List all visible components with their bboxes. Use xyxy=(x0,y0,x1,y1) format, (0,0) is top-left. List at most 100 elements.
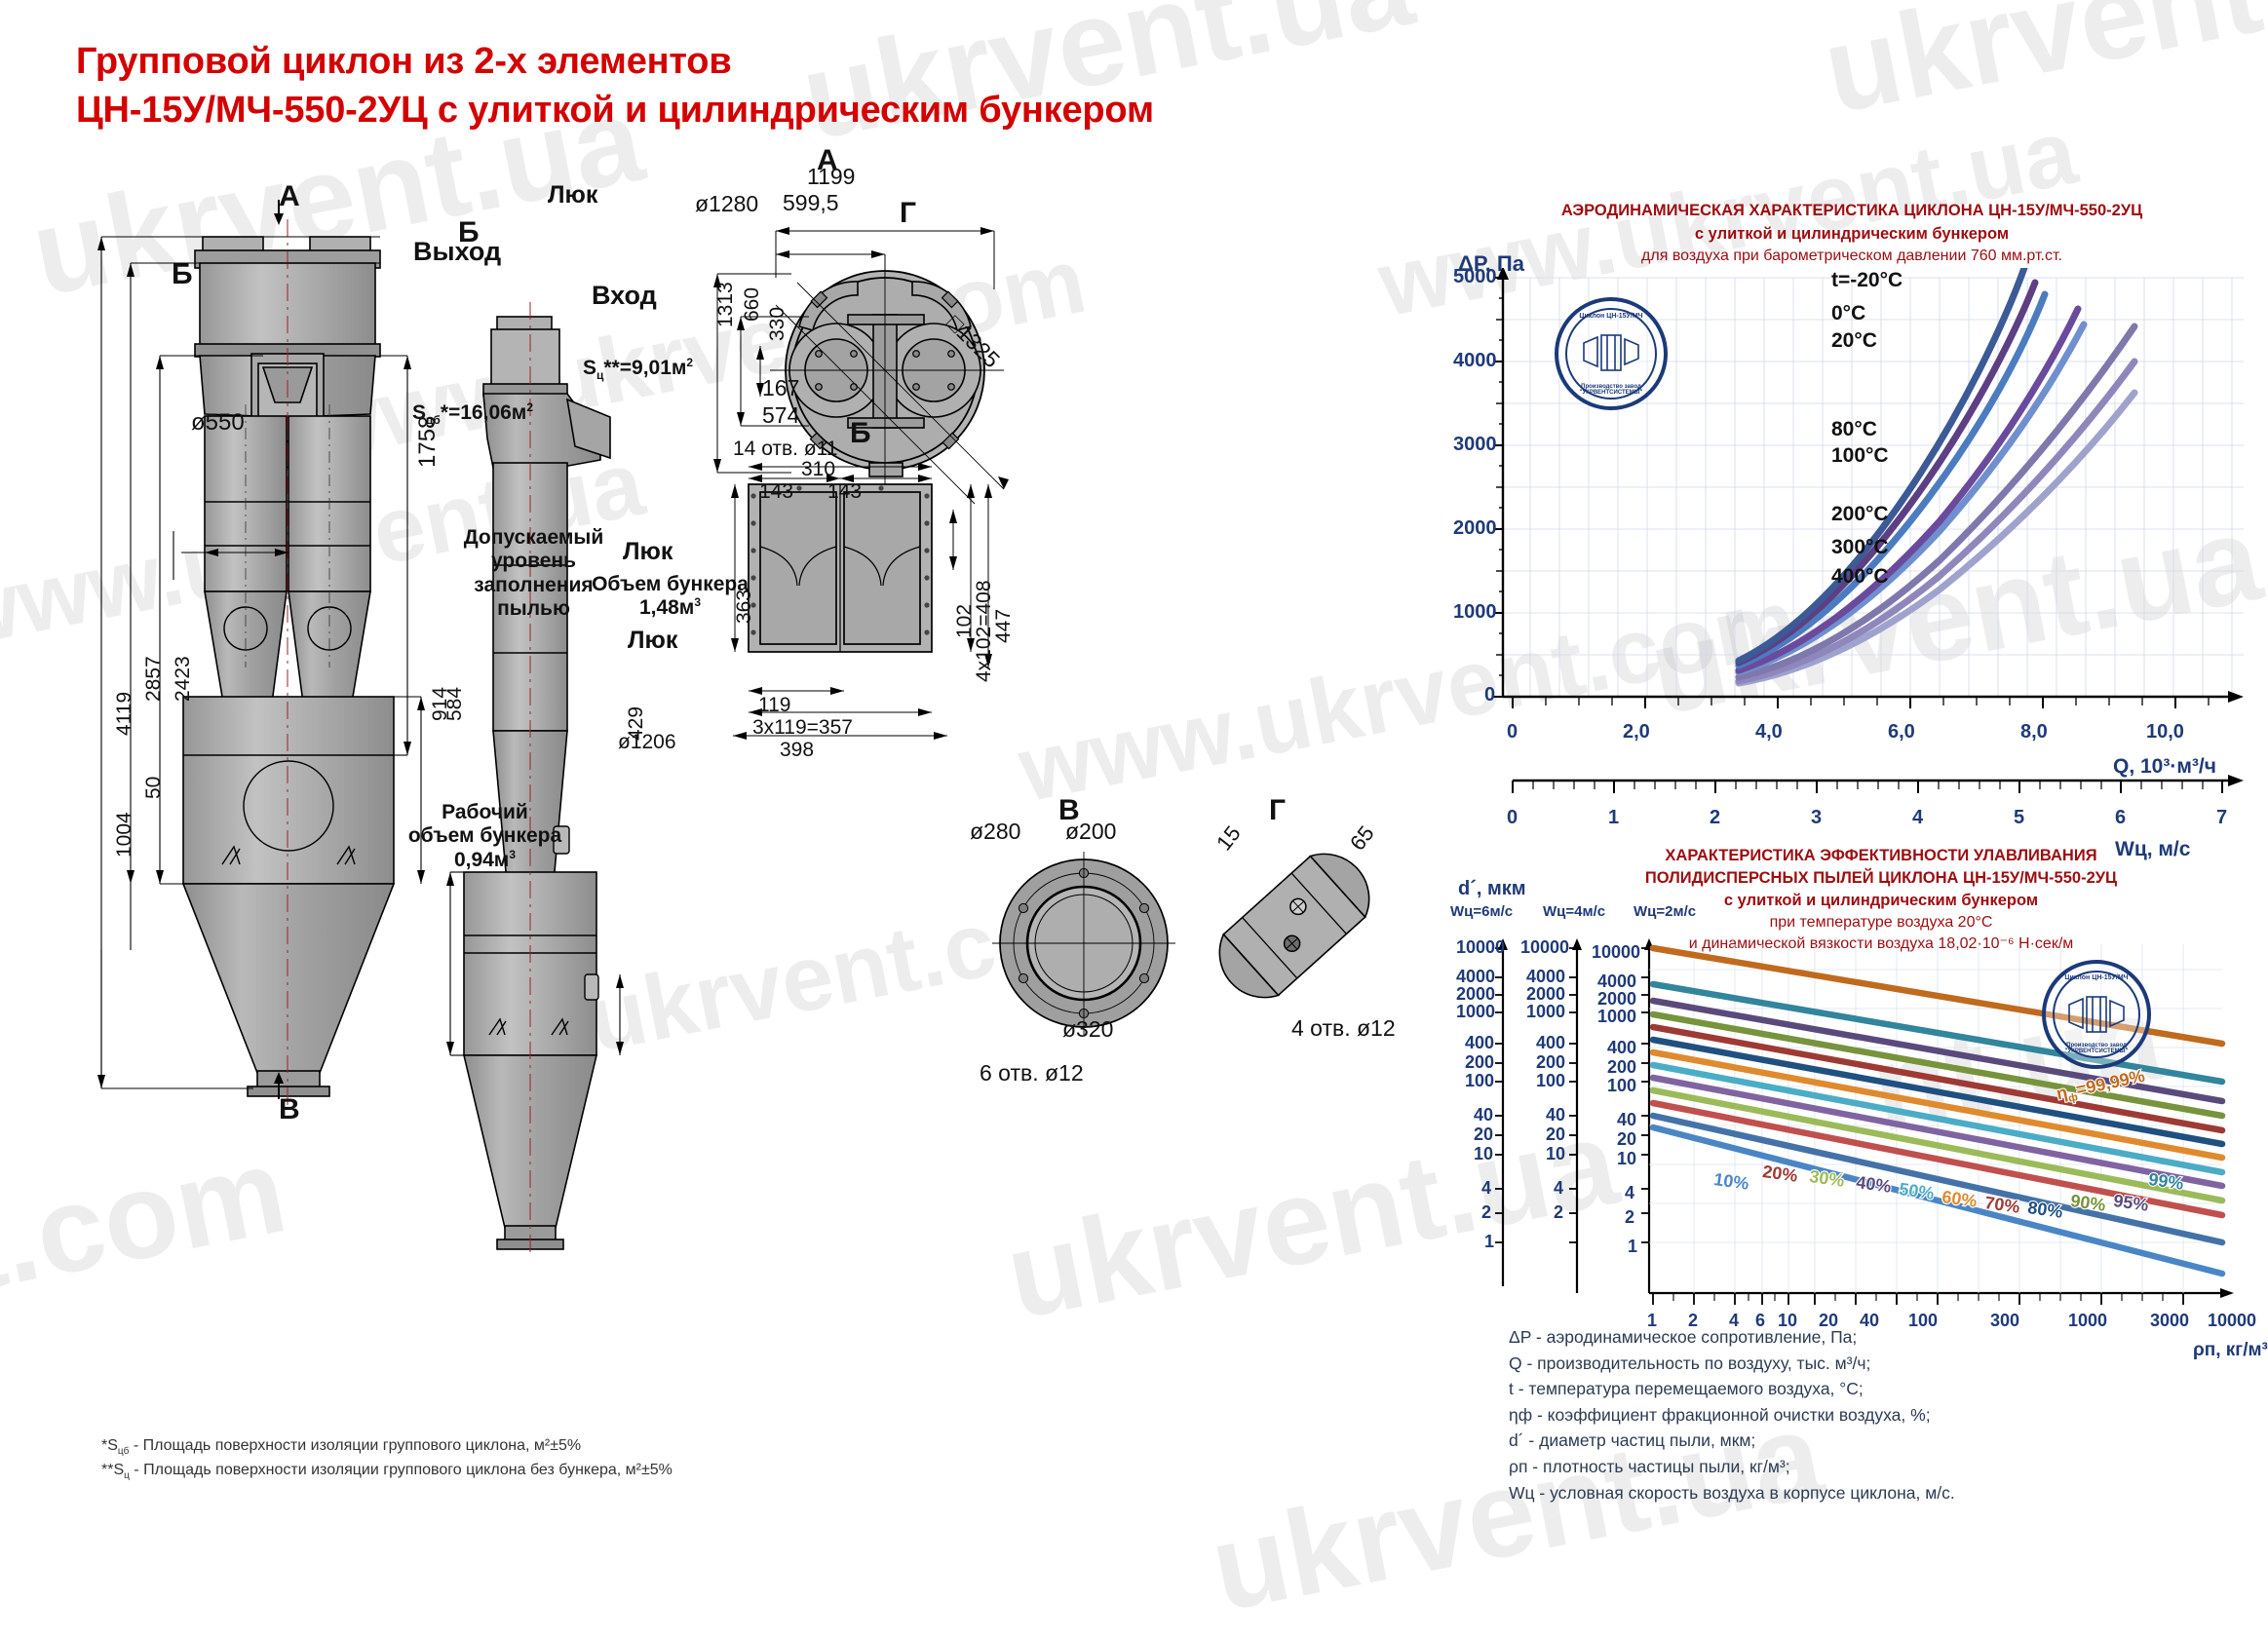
chart1-xtick-10: 10,0 xyxy=(2146,721,2184,743)
surface-area-c: Sц**=9,01м2 xyxy=(583,356,694,383)
factory-stamp-seal-2: Циклон ЦН-15У/МЧ Производство завод "УКР… xyxy=(2042,960,2151,1069)
dimension-330: 330 xyxy=(766,306,788,341)
dimension-1199: 1199 xyxy=(807,164,856,189)
legend-item-1: Q - производительность по воздуху, тыс. … xyxy=(1509,1353,1871,1373)
view-a-drawing xyxy=(713,227,1009,519)
chart2-s1-10: 10 xyxy=(1474,1144,1494,1163)
chart2-s1-1000: 1000 xyxy=(1456,1002,1496,1021)
chart2-xtick-1000: 1000 xyxy=(2068,1311,2108,1330)
chart2-s3-4: 4 xyxy=(1625,1183,1635,1202)
s-cb-value: *=16,06м xyxy=(440,401,527,424)
chart1-ylabel: ΔP, Па xyxy=(1458,251,1524,276)
dimension-574: 574 xyxy=(762,402,800,428)
chart1-series-label-5: 200°C xyxy=(1831,503,1889,525)
chart2-subtitle3: и динамической вязкости воздуха 18,02·10… xyxy=(1688,935,2074,952)
chart1-x2tick-6: 6 xyxy=(2115,807,2127,828)
dimension-310: 310 xyxy=(801,458,836,480)
chart1-x2tick-1: 1 xyxy=(1608,807,1620,828)
chart1-subtitle: с улиткой и цилиндрическим бункером xyxy=(1694,225,2010,243)
chart2-s2-100: 100 xyxy=(1536,1071,1566,1090)
chart1-ytick-0: 0 xyxy=(1484,684,1496,705)
footnotes: *Sцб - Площадь поверхности изоляции груп… xyxy=(101,1434,673,1483)
chart2-s2-4: 4 xyxy=(1554,1178,1564,1198)
legend-item-4: d´ - диаметр частиц пыли, мкм; xyxy=(1509,1430,1756,1451)
chart2-s3-2: 2 xyxy=(1625,1207,1635,1227)
chart2-s1-2: 2 xyxy=(1481,1202,1492,1222)
chart2-yaxis-caption-1: Wц=4м/с xyxy=(1543,903,1606,920)
chart2-s1-200: 200 xyxy=(1465,1052,1495,1072)
chart1-series-label-2: 20°C xyxy=(1831,329,1877,352)
dimension-d320: ø320 xyxy=(1062,1016,1114,1042)
chart1-series-label-0: t=-20°C xyxy=(1831,269,1903,291)
dimension-660: 660 xyxy=(741,286,763,322)
legend-item-5: ρп - плотность частицы пыли, кг/м³; xyxy=(1509,1456,1790,1476)
dimension-119: 119 xyxy=(758,694,791,716)
chart2-s2-20: 20 xyxy=(1546,1124,1566,1144)
arrow-a-icon xyxy=(274,200,284,225)
chart2-xtick-4: 4 xyxy=(1729,1311,1740,1330)
chart2-yaxis-caption-0: Wц=6м/с xyxy=(1450,903,1514,920)
dimension-3x119: 3х119=357 xyxy=(752,716,853,739)
chart2-s3-1000: 1000 xyxy=(1597,1007,1637,1026)
chart2-s2-2000: 2000 xyxy=(1526,984,1566,1004)
chart1-ytick-4000: 4000 xyxy=(1453,350,1497,371)
legend-item-0: ΔP - аэродинамическое сопротивление, Па; xyxy=(1509,1327,1858,1347)
footnote-1: *Sцб - Площадь поверхности изоляции груп… xyxy=(101,1434,673,1459)
seal2-cyclone-icon xyxy=(2068,996,2125,1033)
chart2-s2-10: 10 xyxy=(1546,1144,1566,1163)
title-line-2: ЦН-15У/МЧ-550-2УЦ с улиткой и цилиндриче… xyxy=(76,90,1154,132)
chart1-ytick-3000: 3000 xyxy=(1453,434,1497,455)
footnote-2-pre: **S xyxy=(101,1462,125,1479)
chart2-s1-2000: 2000 xyxy=(1456,984,1496,1004)
chart2-title: ХАРАКТЕРИСТИКА ЭФФЕКТИВНОСТИ УЛАВЛИВАНИЯ xyxy=(1665,847,2097,864)
section-mark-a: А xyxy=(279,180,300,212)
chart2-xtick-20: 20 xyxy=(1819,1311,1839,1330)
dimension-447: 447 xyxy=(992,608,1015,643)
seal2-top-text: Циклон ЦН-15У/МЧ xyxy=(2064,974,2129,981)
chart1-ytick-1000: 1000 xyxy=(1453,601,1497,623)
chart2-s3-40: 40 xyxy=(1617,1110,1637,1129)
dimension-2857: 2857 xyxy=(142,656,165,702)
seal-inner-ring-2 xyxy=(2053,971,2140,1058)
dimension-2423: 2423 xyxy=(172,656,194,702)
chart2-s2-1000: 1000 xyxy=(1526,1002,1566,1021)
view-g-drawing xyxy=(1218,853,1370,999)
dimension-1313: 1313 xyxy=(714,282,737,327)
chart1-xlabel2: Wц, м/с xyxy=(2115,838,2191,860)
footnote-2: **Sц - Площадь поверхности изоляции груп… xyxy=(101,1459,673,1483)
watermark: ukrvent xyxy=(1813,0,2268,139)
seal-cyclone-icon xyxy=(1583,334,1639,371)
dimension-d550: ø550 xyxy=(191,409,245,436)
view-g-caption: Г xyxy=(1269,794,1287,826)
chart2-xtick-100: 100 xyxy=(1908,1311,1939,1330)
dimension-d200: ø200 xyxy=(1065,819,1117,844)
chart1-x2tick-2: 2 xyxy=(1710,807,1721,828)
chart1-xlabel: Q, 10³·м³/ч xyxy=(2113,755,2216,778)
chart2-xtick-300: 300 xyxy=(1990,1311,2020,1330)
chart2-xtick-40: 40 xyxy=(1860,1311,1880,1330)
view-b-caption: Б xyxy=(850,417,871,449)
chart1-series-label-1: 0°C xyxy=(1831,302,1866,324)
chart1-series-label-3: 80°C xyxy=(1831,418,1877,440)
view-b-drawing xyxy=(731,463,992,740)
factory-stamp-seal: Циклон ЦН-15У/МЧ Производство завод "УКР… xyxy=(1555,297,1668,410)
seal2-bottom-text: Производство завод "УКРВЕНТСИСТЕМЫ" xyxy=(2064,1042,2129,1055)
chart2-s1-4000: 4000 xyxy=(1456,967,1496,986)
dimension-50: 50 xyxy=(142,776,165,799)
footnote-1-sub: цб xyxy=(117,1446,130,1458)
hatch-label-1: Люк xyxy=(548,181,598,209)
dimension-14-holes: 14 отв. ø11 xyxy=(733,438,838,460)
chart2-s1-100: 100 xyxy=(1465,1071,1495,1090)
chart2-s2-10000: 10000 xyxy=(1520,937,1570,957)
dimension-4-holes: 4 отв. ø12 xyxy=(1291,1015,1396,1041)
notation-legend: ΔP - аэродинамическое сопротивление, Па;… xyxy=(1509,1324,1955,1506)
chart2-xtick-10: 10 xyxy=(1778,1311,1798,1330)
chart2-yaxis-caption-2: Wц=2м/с xyxy=(1634,903,1697,920)
dimension-584: 584 xyxy=(443,686,466,721)
chart2-s3-10000: 10000 xyxy=(1592,942,1641,962)
chart2-s3-1: 1 xyxy=(1628,1237,1638,1256)
legend-item-3: ηф - коэффициент фракционной очистки воз… xyxy=(1509,1404,1931,1425)
chart2-xtick-2: 2 xyxy=(1688,1311,1699,1330)
chart1-title: АЭРОДИНАМИЧЕСКАЯ ХАРАКТЕРИСТИКА ЦИКЛОНА … xyxy=(1560,202,2143,219)
